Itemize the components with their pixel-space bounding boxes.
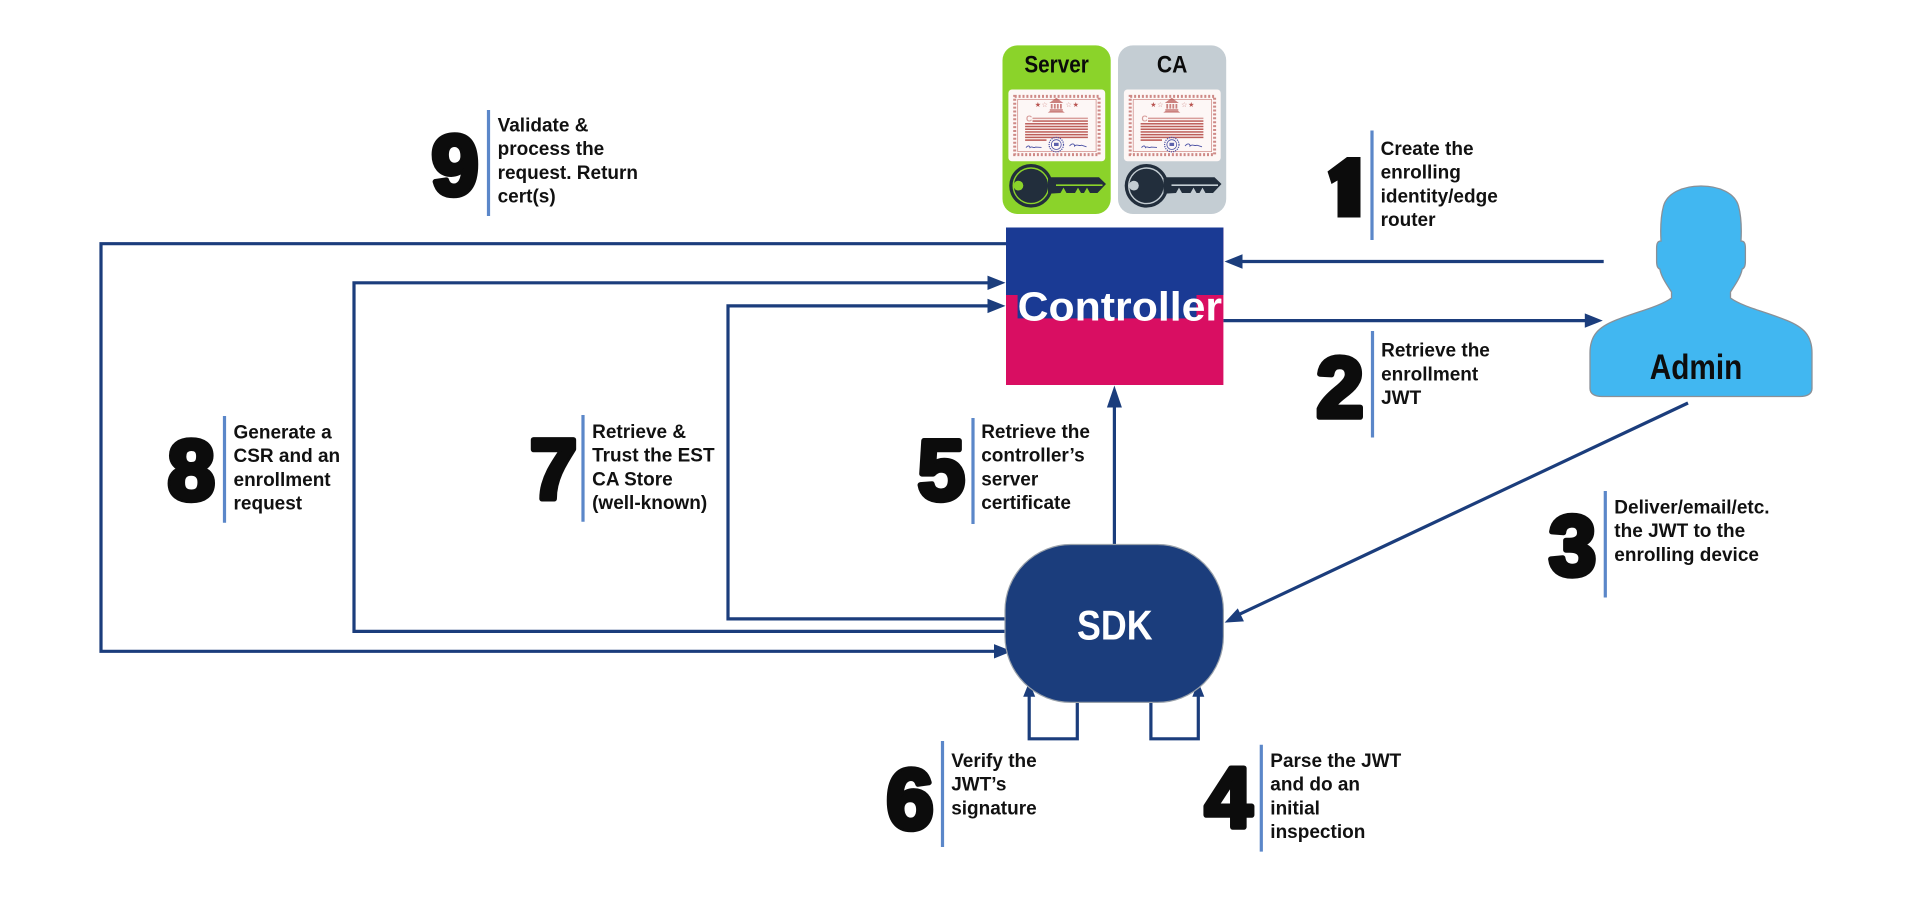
svg-text:Retrieve & Trust the EST CA St: Retrieve & Trust the EST CA Store (well-… xyxy=(592,422,720,514)
svg-text:C: C xyxy=(1142,114,1148,124)
svg-text:★: ★ xyxy=(1035,100,1041,109)
svg-text:Admin: Admin xyxy=(1650,348,1743,387)
svg-text:8: 8 xyxy=(168,424,215,519)
svg-text:Generate a CSR and an enrollme: Generate a CSR and an enrollment request xyxy=(234,422,346,514)
svg-text:5: 5 xyxy=(918,424,965,519)
svg-text:Verify the JWT’s signature: Verify the JWT’s signature xyxy=(951,751,1042,819)
svg-text:Retrieve the controller’s serv: Retrieve the controller’s server certifi… xyxy=(981,422,1095,514)
svg-text:4: 4 xyxy=(1205,751,1252,846)
svg-text:9: 9 xyxy=(431,119,478,214)
svg-text:SDK: SDK xyxy=(1077,602,1153,649)
svg-text:Server: Server xyxy=(1024,52,1089,79)
svg-text:★: ★ xyxy=(1150,100,1156,109)
svg-text:C: C xyxy=(1026,114,1032,124)
svg-text:Controller: Controller xyxy=(1018,283,1223,329)
svg-text:☆: ☆ xyxy=(1066,100,1072,109)
svg-text:7: 7 xyxy=(530,423,577,518)
svg-text:3: 3 xyxy=(1549,499,1596,594)
svg-text:★: ★ xyxy=(1073,100,1079,109)
svg-text:☆: ☆ xyxy=(1042,100,1048,109)
svg-text:Validate & process the request: Validate & process the request. Return c… xyxy=(498,115,644,207)
svg-text:Parse the JWT and do an initia: Parse the JWT and do an initial inspecti… xyxy=(1270,751,1406,843)
svg-text:☆: ☆ xyxy=(1181,100,1187,109)
svg-text:Retrieve the enrollment JWT: Retrieve the enrollment JWT xyxy=(1381,341,1495,409)
svg-text:Deliver/email/etc. the JWT to: Deliver/email/etc. the JWT to the enroll… xyxy=(1614,497,1775,565)
svg-text:☆: ☆ xyxy=(1157,100,1163,109)
svg-text:2: 2 xyxy=(1316,341,1363,436)
svg-text:★: ★ xyxy=(1188,100,1194,109)
svg-text:6: 6 xyxy=(886,753,933,848)
svg-text:Create the enrolling identity/: Create the enrolling identity/edge route… xyxy=(1381,139,1503,231)
svg-text:CA: CA xyxy=(1157,52,1188,79)
